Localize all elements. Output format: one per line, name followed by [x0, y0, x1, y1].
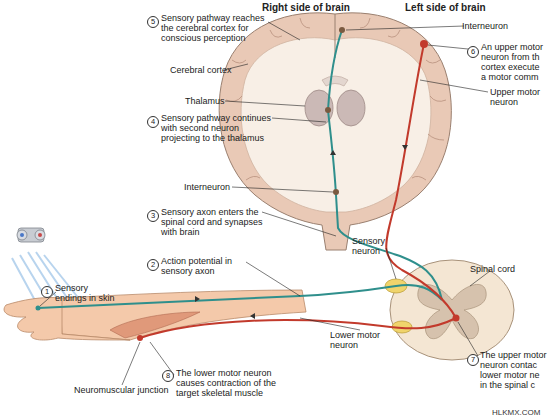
watermark: HLKMX.COM — [492, 408, 540, 418]
callout-number: 7 — [467, 354, 479, 366]
cortical-interneuron — [339, 27, 345, 33]
interneuron-brainstem — [333, 189, 339, 195]
thalamus-right — [337, 90, 365, 126]
lower-motor-soma — [453, 315, 460, 322]
callout-text: Sensory neuron — [352, 236, 392, 256]
callout-text: Sensory pathway reaches the cerebral cor… — [161, 13, 271, 43]
upper-motor-soma — [420, 40, 428, 48]
direction-arrows — [195, 145, 408, 319]
part-label: Cerebral cortex — [170, 65, 232, 75]
side-heading: Left side of brain — [405, 2, 486, 13]
callout-text: Upper motor neuron — [490, 87, 548, 107]
side-heading: Right side of brain — [262, 2, 350, 13]
callout-text: Sensory endings in skin — [55, 283, 117, 303]
callout-number: 8 — [162, 370, 174, 382]
sensory-ending — [36, 306, 41, 311]
callout-number: 2 — [147, 259, 159, 271]
callout-number: 1 — [41, 286, 53, 298]
callout-text: The upper motor neuron contac lower moto… — [480, 350, 548, 390]
ascending-sensory-tract — [328, 30, 442, 300]
upper-motor-neuron — [386, 44, 456, 318]
part-label: Spinal cord — [470, 264, 515, 274]
callout-number: 5 — [147, 16, 159, 28]
callout-text: Sensory pathway continues with second ne… — [161, 113, 279, 143]
callout-number: 3 — [147, 210, 159, 222]
callout-text: Lower motor neuron — [330, 330, 382, 350]
thalamic-synapse — [325, 107, 331, 113]
callout-text: The lower motor neuron causes contractio… — [176, 368, 292, 398]
part-label: Interneuron — [184, 182, 230, 192]
callout-number: 6 — [467, 46, 479, 58]
part-label: Interneuron — [462, 21, 508, 31]
callout-number: 4 — [147, 116, 159, 128]
part-label: Thalamus — [185, 96, 225, 106]
part-label: Neuromuscular junction — [74, 385, 169, 395]
ventricle — [322, 76, 348, 86]
lower-motor-neuron — [140, 318, 456, 338]
leader-lines — [40, 22, 490, 385]
faucet — [17, 228, 45, 242]
neuromuscular-junction — [137, 335, 143, 341]
callout-text: An upper motor neuron from th cortex exe… — [481, 42, 547, 82]
callout-text: Action potential in sensory axon — [161, 256, 261, 276]
callout-text: Sensory axon enters the spinal cord and … — [161, 207, 269, 237]
